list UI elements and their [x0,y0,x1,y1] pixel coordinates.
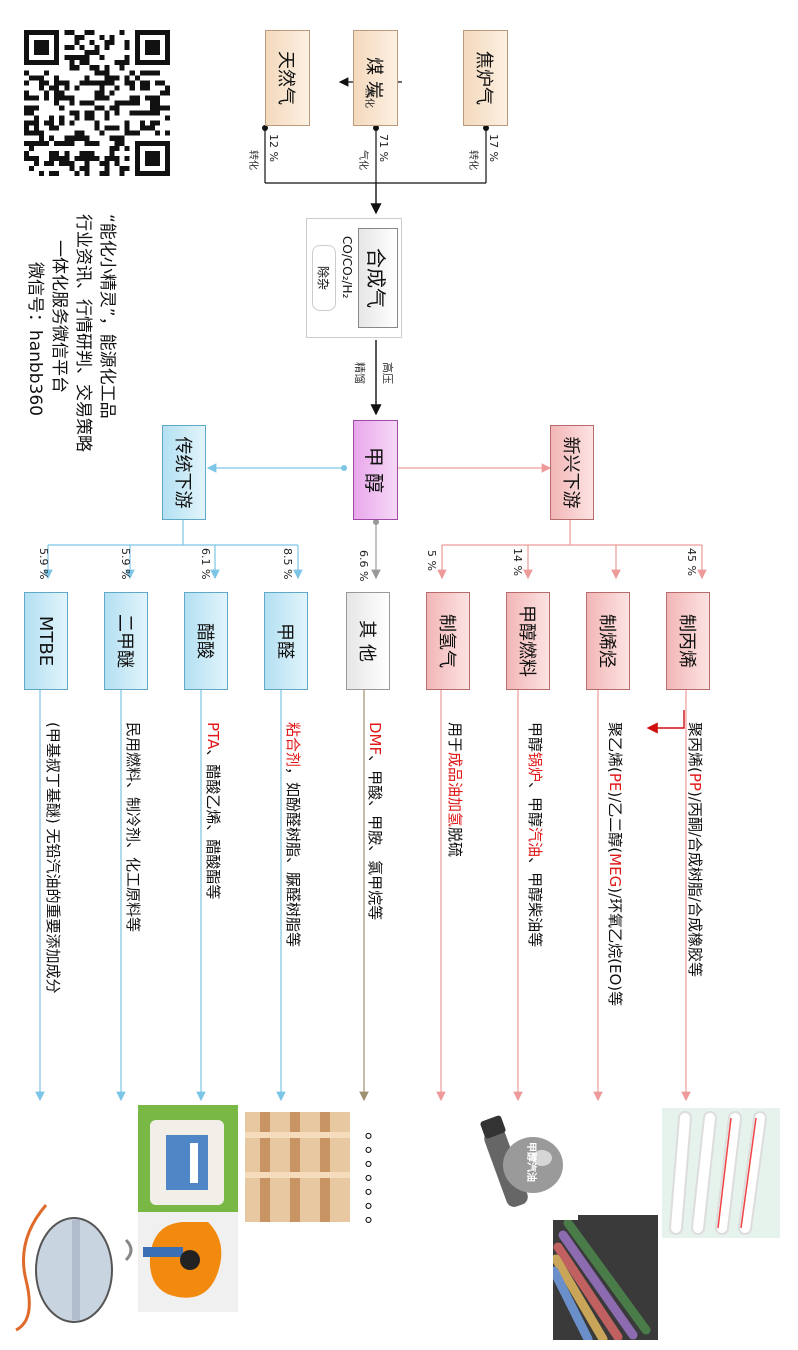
highlight-text: 汽油 [526,827,544,858]
desc-mtbe: (甲基叔丁基醚) 无铅汽油的重要添加成分 [43,722,64,993]
item-olefins: 制烯烃 [586,592,630,690]
pct-other: 6.6 % [357,550,370,582]
ellipsis-dots: 。。。。。。。 [362,1132,386,1240]
paint-bucket-image [138,1105,238,1220]
pct-dme: 5.9 % [119,548,132,580]
desc-other: DMF、甲酸、甲胺、氯甲烷等 [365,722,386,920]
item-propylene: 制丙烯 [666,592,710,690]
desc-dme: 民用燃料、制冷剂、化工原料等 [123,722,144,932]
item-acetic-acid: 醋酸 [184,592,228,690]
item-mtbe: MTBE [24,592,68,690]
desc-formaldehyde: 粘合剂，如酚醛树脂、脲醛树脂等 [283,722,304,947]
source-coke-oven-gas: 焦炉气 [463,30,508,126]
orange-liquid-image [138,1212,238,1312]
coal-pct: 71 % [377,134,390,162]
coke-pct: 17 % [487,134,500,162]
desc-text: 民用燃料、制冷剂、化工原料等 [124,722,142,933]
rolls-image [553,1215,658,1340]
gas-cylinder-image [6,1200,136,1338]
item-methanol-fuel: 甲醇燃料 [506,592,550,690]
syngas-box: 合成气 [358,228,398,328]
highlight-text: PP [686,772,704,791]
desc-acetic-acid: PTA、醋酸乙烯、醋酸酯等 [203,722,224,899]
impurity-removal: 除杂 [312,245,336,311]
highlight-text: PTA [204,722,222,750]
source-natural-gas: 天然气 [265,30,310,126]
desc-methanol-fuel: 甲醇锅炉、甲醇汽油、甲醇柴油等 [525,722,546,947]
fuel-drop-image: 甲醇汽油 [468,1110,578,1220]
item-dme: 二甲醚 [104,592,148,690]
desc-text: 用于 [446,722,464,753]
highlight-text: PE [606,772,624,792]
desc-propylene: 聚丙烯(PP)/丙酮/合成树脂/合成橡胶等 [685,722,706,977]
methanol-box: 甲 醇 [353,420,398,520]
pct-formaldehyde: 8.5 % [281,548,294,580]
wood-image [245,1112,350,1222]
desc-olefins: 聚乙烯(PE)/乙二醇(MEG)/环氧乙烷(EO)等 [605,722,626,1006]
fuel-drop-label: 甲醇汽油 [525,1142,536,1182]
gas-method: 转化 [247,150,258,170]
desc-text: 、甲醇柴油等 [526,857,544,948]
pct-methanol-fuel: 14 % [511,548,524,576]
highlight-text: 锅炉 [526,752,544,783]
pct-hydrogen: 5 % [425,550,438,571]
syngas-formula: CO/CO₂/H₂ [340,236,354,299]
synthesis-top: 高压 [381,362,394,384]
desc-text: 、甲醇 [526,782,544,828]
desc-text: 、甲酸、甲胺、氯甲烷等 [366,755,384,921]
traditional-downstream-box: 传统下游 [162,425,206,520]
desc-hydrogen: 用于成品油加氢脱硫 [445,722,466,857]
desc-text: ，如酚醛树脂、脲醛树脂等 [284,767,302,948]
highlight-text: DMF [366,722,384,756]
pct-mtbe: 5.9 % [37,548,50,580]
highlight-text: 成品油加氢 [446,752,464,828]
pct-propylene: 45 % [685,548,698,576]
desc-text: )/环氧乙烷(EO)等 [606,887,624,1007]
desc-text: )/丙酮/合成树脂/合成橡胶等 [686,790,704,977]
desc-text: 聚丙烯( [686,722,704,773]
coal-to-coke-label: 焦化 [363,88,374,108]
gas-pct: 12 % [267,134,280,162]
highlight-text: 粘合剂 [284,722,302,768]
item-other: 其 他 [346,592,390,690]
new-downstream-box: 新兴下游 [550,425,594,520]
coke-method: 转化 [467,150,478,170]
desc-text: )/乙二醇( [606,791,624,854]
synthesis-bottom: 精馏 [353,362,366,384]
item-hydrogen: 制氢气 [426,592,470,690]
pipes-image [662,1108,780,1238]
source-coal: 煤 炭 [353,30,398,126]
desc-text: 聚乙烯( [606,722,624,773]
item-formaldehyde: 甲醛 [264,592,308,690]
coal-method: 气化 [357,150,368,170]
highlight-text: MEG [606,853,624,888]
pct-acetic-acid: 6.1 % [199,548,212,580]
qr-code [24,30,170,176]
desc-text: 脱硫 [446,827,464,858]
desc-text: (甲基叔丁基醚) 无铅汽油的重要添加成分 [44,722,62,994]
desc-text: 甲醇 [526,722,544,753]
desc-text: 、醋酸乙烯、醋酸酯等 [204,749,222,900]
